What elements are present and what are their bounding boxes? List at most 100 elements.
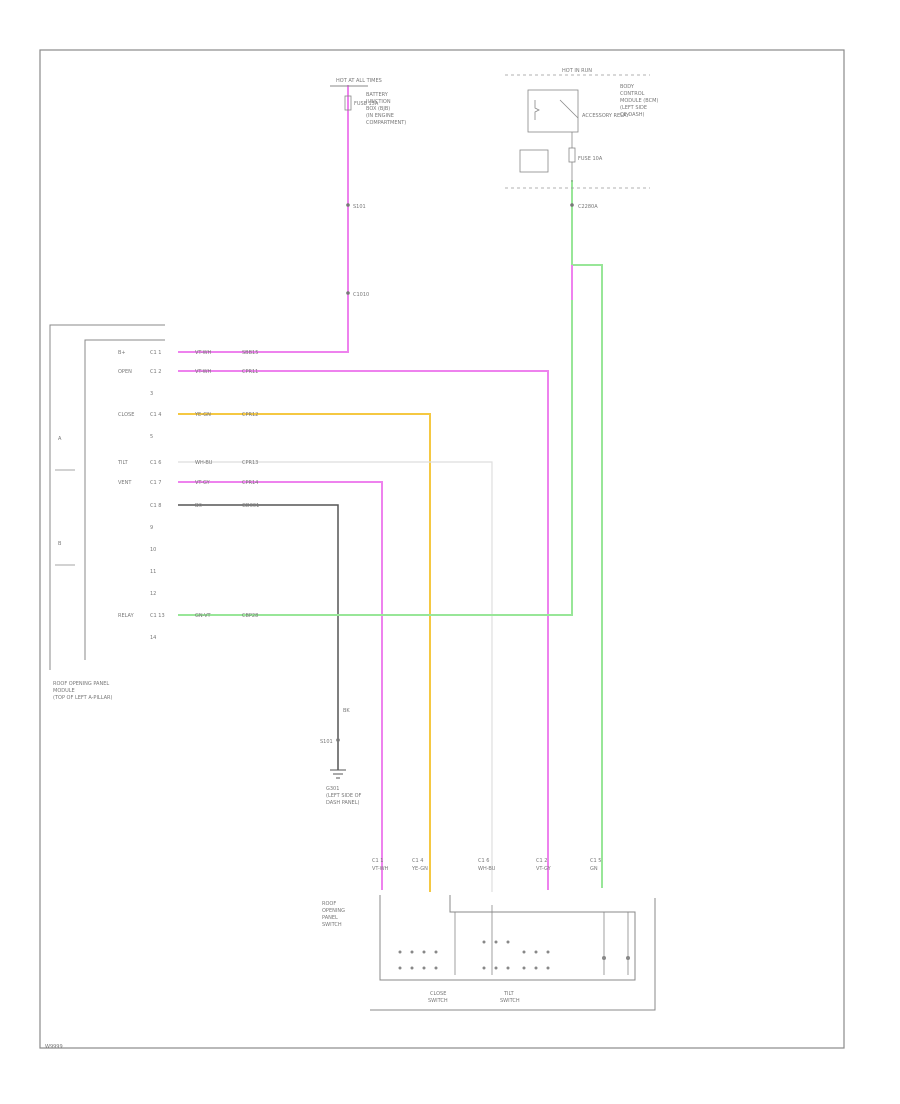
circuit-label: CBP28 bbox=[242, 613, 258, 619]
svg-text:ROOF OPENING PANEL: ROOF OPENING PANEL SWITCH bbox=[322, 901, 347, 928]
switch-label-tilt: TILT bbox=[503, 991, 515, 997]
switch-sub-tilt: SWITCH bbox=[500, 998, 520, 1004]
right-desc-0: BODY bbox=[620, 84, 635, 90]
svg-text:G301 (LEFT SIDE OF: G301 (LEFT SIDE OF DASH PANEL) bbox=[326, 786, 363, 806]
switch-name-2: PANEL bbox=[322, 915, 338, 921]
relay-icon bbox=[527, 89, 579, 133]
switch-pin-color: VT-GY bbox=[536, 866, 552, 872]
pin-number: 12 bbox=[150, 591, 156, 597]
connector-dot bbox=[346, 291, 350, 295]
top-fuse-desc-4: COMPARTMENT) bbox=[366, 120, 406, 126]
switch-pin-number: C1 4 bbox=[412, 858, 423, 864]
figure-code: W9999 bbox=[45, 1044, 63, 1050]
pin-label: CLOSE bbox=[118, 412, 134, 418]
wire-color-label: YE-GN bbox=[194, 412, 211, 418]
pin-number: C1 6 bbox=[150, 460, 161, 466]
circuit-label: CPR12 bbox=[242, 412, 258, 418]
wire-tilt bbox=[178, 461, 493, 892]
top-fuse-label: FUSE 15A bbox=[354, 101, 379, 107]
circuit-label: GD001 bbox=[242, 503, 259, 509]
switch-name-3: SWITCH bbox=[322, 922, 342, 928]
wire-color-label: WH-BU bbox=[195, 460, 213, 466]
splice-label-1: S101 bbox=[353, 204, 366, 210]
wire-color-label: VT-WH bbox=[195, 350, 212, 356]
pin-number: 14 bbox=[150, 635, 156, 641]
module-name-0: ROOF OPENING PANEL bbox=[53, 681, 109, 687]
circuit-label: CPR14 bbox=[242, 480, 258, 486]
switch-pin-color: YE-GN bbox=[411, 866, 428, 872]
module-side-a: A bbox=[58, 436, 62, 442]
wire-color-label: BK bbox=[195, 503, 202, 509]
switch-label-close: CLOSE bbox=[430, 991, 446, 997]
fuse-icon bbox=[344, 95, 352, 111]
wires bbox=[178, 85, 603, 892]
top-fuse-desc-3: (IN ENGINE bbox=[366, 113, 394, 119]
wire-relay bbox=[178, 264, 603, 888]
pin-number: C1 1 bbox=[150, 350, 161, 356]
pin-label: VENT bbox=[118, 480, 132, 486]
svg-text:ROOF OPENING PANEL MODUL: ROOF OPENING PANEL MODULE (TOP OF LEFT A… bbox=[53, 681, 113, 701]
ground-wire-label: BK bbox=[343, 708, 350, 714]
bcm-relay-block: HOT IN RUN BODY CONTROL MODULE (BCM) (LE… bbox=[505, 68, 660, 210]
switch-pin-number: C1 1 bbox=[372, 858, 383, 864]
relay-coil-icon bbox=[519, 149, 549, 173]
right-desc-2: MODULE (BCM) bbox=[620, 98, 658, 104]
switch-name-0: ROOF bbox=[322, 901, 336, 907]
pin-number: C1 8 bbox=[150, 503, 161, 509]
switch-outline bbox=[379, 895, 636, 981]
svg-text:BODY CONTROL MODUL: BODY CONTROL MODULE (BCM) (LEFT SIDE OF … bbox=[620, 84, 660, 118]
splice-dot bbox=[346, 203, 350, 207]
wire-ground bbox=[178, 504, 339, 770]
module-name-1: MODULE bbox=[53, 688, 75, 694]
switch-pin-number: C1 5 bbox=[590, 858, 601, 864]
pin-number: 10 bbox=[150, 547, 156, 553]
pin-label: OPEN bbox=[118, 369, 132, 375]
circuit-label: CPR11 bbox=[242, 369, 258, 375]
pin-number: 9 bbox=[150, 525, 153, 531]
switch-pin-color: VT-WH bbox=[372, 866, 389, 872]
pin-number: C1 2 bbox=[150, 369, 161, 375]
switch-sub-close: SWITCH bbox=[428, 998, 448, 1004]
svg-text:BATTERY JUNCTION B: BATTERY JUNCTION BOX (BJB) (IN ENGINE CO… bbox=[365, 92, 406, 126]
pin-label: B+ bbox=[118, 350, 126, 356]
pin-label: RELAY bbox=[118, 613, 135, 619]
wire-open bbox=[178, 370, 549, 890]
right-desc-3: (LEFT SIDE bbox=[620, 105, 647, 111]
circuit-label: SBB15 bbox=[242, 350, 258, 356]
switch-contacts bbox=[398, 940, 630, 970]
wire-vent bbox=[178, 481, 383, 890]
top-fuse-desc-0: BATTERY bbox=[366, 92, 389, 98]
top-fuse-block: HOT AT ALL TIMES FUSE 15A BATTERY JUNCTI… bbox=[330, 78, 406, 298]
pin-label: TILT bbox=[117, 460, 129, 466]
right-fuse-header: HOT IN RUN bbox=[562, 68, 592, 74]
circuit-label: CPR13 bbox=[242, 460, 258, 466]
pin-number: 3 bbox=[150, 391, 153, 397]
pin-number: C1 13 bbox=[150, 613, 165, 619]
switch-pin-number: C1 2 bbox=[536, 858, 547, 864]
pin-number: C1 7 bbox=[150, 480, 161, 486]
wire-color-label: VT-GY bbox=[195, 480, 211, 486]
top-fuse-desc-1: JUNCTION bbox=[365, 99, 391, 105]
module-name-2: (TOP OF LEFT A-PILLAR) bbox=[53, 695, 113, 701]
switch-pin-number: C1 6 bbox=[478, 858, 489, 864]
switch-pin-color: GN bbox=[590, 866, 598, 872]
switch-name-1: OPENING bbox=[322, 908, 345, 914]
right-desc-4: OF DASH) bbox=[620, 112, 645, 118]
pin-number: 5 bbox=[150, 434, 153, 440]
right-fuse-label: FUSE 10A bbox=[578, 156, 603, 162]
ground-block: BK S101 G301 (LEFT SIDE OF DASH PANEL) bbox=[320, 708, 363, 806]
wire-color-label: VT-WH bbox=[195, 369, 212, 375]
ground-label-0: G301 bbox=[326, 786, 339, 792]
wire-close bbox=[178, 413, 431, 892]
diagram-border bbox=[39, 49, 845, 1049]
right-desc-1: CONTROL bbox=[620, 91, 645, 97]
module-side-b: B bbox=[58, 541, 62, 547]
roof-module: A B ROOF OPENING PANEL MODULE (TOP OF LE… bbox=[49, 324, 259, 701]
wire-battery-feed bbox=[178, 85, 349, 353]
module-outline bbox=[49, 324, 165, 670]
pin-number: 11 bbox=[150, 569, 156, 575]
